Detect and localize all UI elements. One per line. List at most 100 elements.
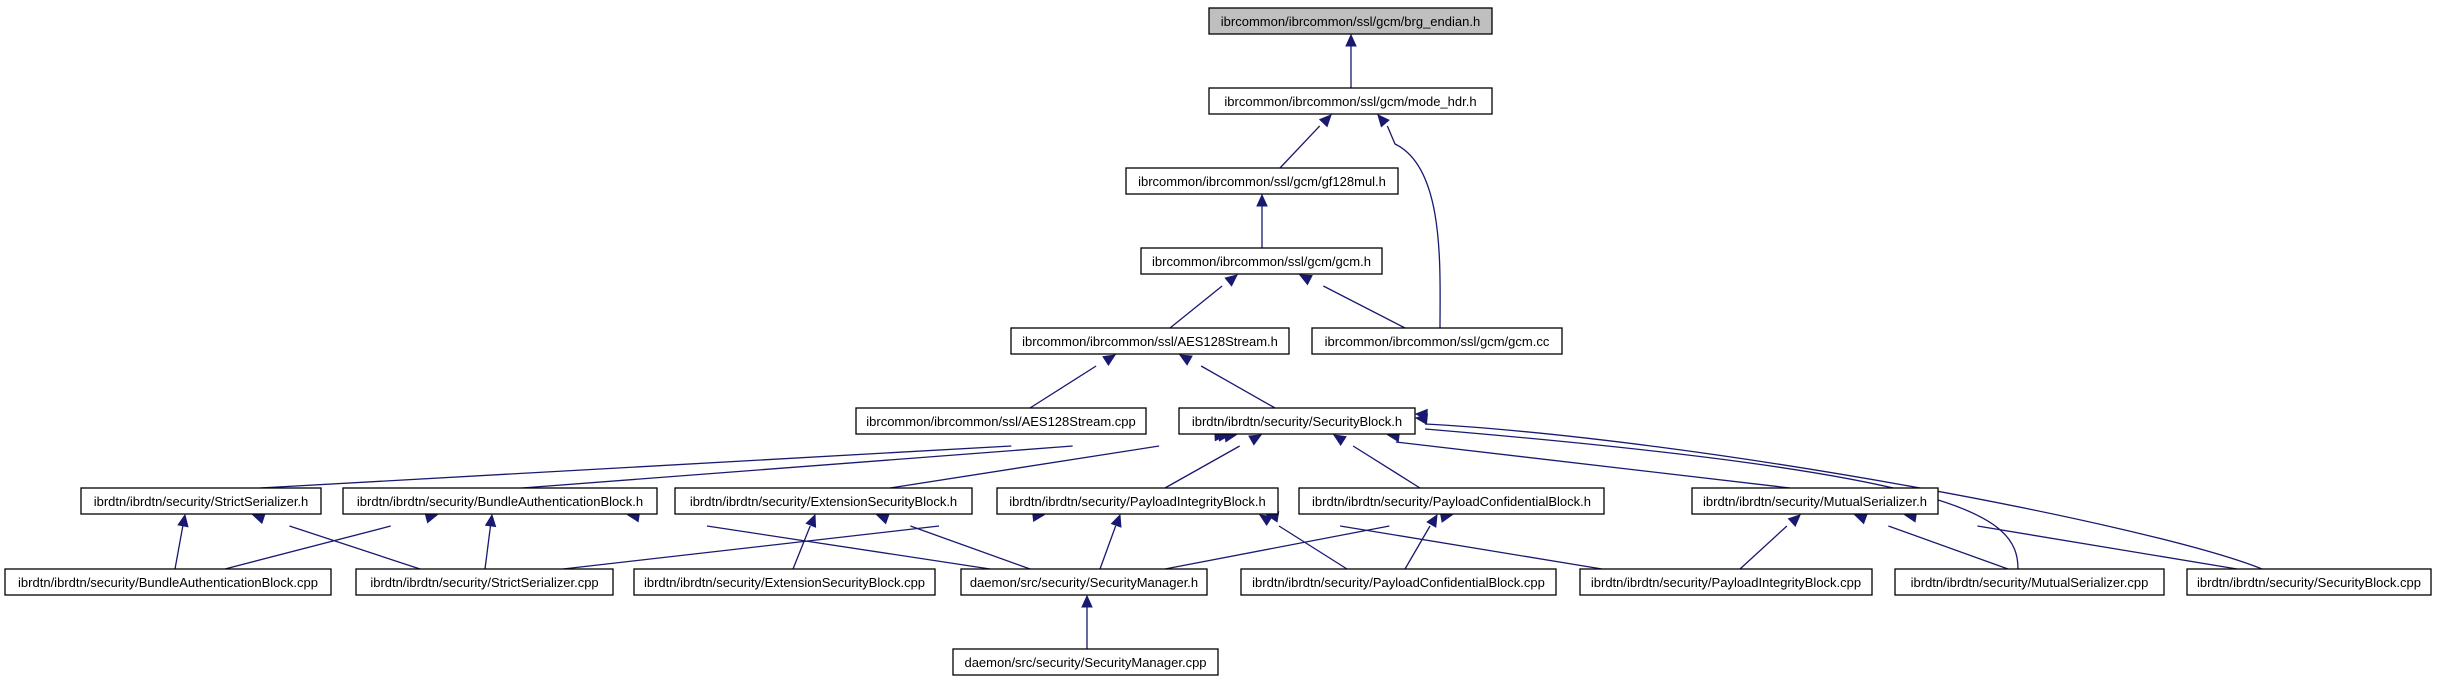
- edge-n13-n7: [1386, 430, 1791, 489]
- edge-n14-n9: [224, 512, 439, 570]
- node-label: ibrdtn/ibrdtn/security/PayloadIntegrityB…: [1591, 575, 1861, 590]
- edge-arrowhead: [1256, 193, 1268, 207]
- node-box[interactable]: [1579, 568, 1873, 596]
- edge-arrowhead: [484, 513, 497, 528]
- edge-n10-n7: [889, 431, 1238, 489]
- node-label: daemon/src/security/SecurityManager.h: [970, 575, 1198, 590]
- node-box[interactable]: [674, 487, 973, 515]
- graph-node[interactable]: ibrdtn/ibrdtn/security/ExtensionSecurity…: [633, 568, 936, 596]
- graph-node[interactable]: ibrdtn/ibrdtn/security/StrictSerializer.…: [80, 487, 322, 515]
- graph-node[interactable]: ibrcommon/ibrcommon/ssl/gcm/gcm.h: [1140, 247, 1383, 275]
- node-box[interactable]: [633, 568, 936, 596]
- edge-n22-n17: [1081, 594, 1093, 649]
- edge-n17-n12: [1164, 511, 1454, 570]
- node-box[interactable]: [960, 568, 1208, 596]
- graph-node[interactable]: ibrdtn/ibrdtn/security/MutualSerializer.…: [1894, 568, 2165, 596]
- edge-n18-n12: [1404, 513, 1438, 570]
- edge-line: [1404, 525, 1431, 570]
- graph-node[interactable]: ibrcommon/ibrcommon/ssl/gcm/gf128mul.h: [1125, 167, 1399, 195]
- edge-arrowhead: [251, 513, 266, 525]
- edge-arrowhead: [1102, 354, 1117, 367]
- edge-n16-n10: [792, 513, 817, 570]
- edge-arrowhead: [875, 513, 890, 525]
- edge-line: [1977, 525, 2238, 570]
- edge-arrowhead: [1178, 354, 1193, 366]
- node-label: ibrcommon/ibrcommon/ssl/gcm/gcm.h: [1152, 254, 1371, 269]
- graph-node[interactable]: ibrcommon/ibrcommon/ssl/gcm/brg_endian.h: [1208, 7, 1493, 35]
- edge-line: [1888, 525, 2009, 570]
- node-label: ibrcommon/ibrcommon/ssl/AES128Stream.cpp: [866, 414, 1136, 429]
- node-label: ibrdtn/ibrdtn/security/PayloadConfidenti…: [1312, 494, 1591, 509]
- node-label: ibrcommon/ibrcommon/ssl/AES128Stream.h: [1022, 334, 1278, 349]
- graph-node[interactable]: daemon/src/security/SecurityManager.cpp: [952, 648, 1219, 676]
- edge-arrowhead: [1332, 434, 1347, 447]
- edge-n21-n13: [1903, 511, 2238, 570]
- node-box[interactable]: [355, 568, 614, 596]
- edge-line: [1739, 525, 1788, 570]
- edge-arrowhead: [1081, 594, 1093, 608]
- node-label: ibrdtn/ibrdtn/security/MutualSerializer.…: [1911, 575, 2149, 590]
- graph-node[interactable]: ibrdtn/ibrdtn/security/BundleAuthenticat…: [342, 487, 658, 515]
- node-box[interactable]: [1298, 487, 1605, 515]
- graph-node[interactable]: ibrdtn/ibrdtn/security/SecurityBlock.h: [1178, 407, 1416, 435]
- edge-line: [1395, 441, 1791, 489]
- edge-line: [792, 525, 811, 570]
- node-box[interactable]: [952, 648, 1219, 676]
- edge-arrowhead: [1224, 274, 1238, 287]
- graph-node[interactable]: ibrdtn/ibrdtn/security/ExtensionSecurity…: [674, 487, 973, 515]
- edge-n8-n7: [259, 429, 1228, 489]
- node-box[interactable]: [1010, 327, 1290, 355]
- node-box[interactable]: [855, 407, 1147, 435]
- node-box[interactable]: [1894, 568, 2165, 596]
- edge-line: [259, 445, 1012, 489]
- edge-n20-n13: [1853, 513, 2009, 570]
- graph-node[interactable]: ibrdtn/ibrdtn/security/PayloadConfidenti…: [1240, 568, 1557, 596]
- node-box[interactable]: [342, 487, 658, 515]
- edge-n11-n7: [1164, 434, 1263, 489]
- edge-line: [706, 525, 991, 570]
- edges-layer: [174, 33, 2263, 649]
- graph-node[interactable]: ibrcommon/ibrcommon/ssl/gcm/mode_hdr.h: [1208, 87, 1493, 115]
- graph-node[interactable]: ibrdtn/ibrdtn/security/MutualSerializer.…: [1691, 487, 1939, 515]
- node-label: ibrdtn/ibrdtn/security/SecurityBlock.h: [1192, 414, 1402, 429]
- graph-node[interactable]: ibrcommon/ibrcommon/ssl/AES128Stream.h: [1010, 327, 1290, 355]
- node-box[interactable]: [1178, 407, 1416, 435]
- node-label: ibrcommon/ibrcommon/ssl/gcm/gf128mul.h: [1138, 174, 1386, 189]
- edge-n5-n3: [1298, 274, 1406, 329]
- edge-line: [889, 445, 1160, 489]
- node-box[interactable]: [1240, 568, 1557, 596]
- node-box[interactable]: [996, 487, 1279, 515]
- edge-n17-n10: [875, 513, 1031, 570]
- node-box[interactable]: [1208, 87, 1493, 115]
- edge-n17-n11: [1099, 513, 1122, 570]
- edge-n3-n2: [1256, 193, 1268, 248]
- node-label: ibrdtn/ibrdtn/security/BundleAuthenticat…: [18, 575, 318, 590]
- node-box[interactable]: [1311, 327, 1563, 355]
- node-box[interactable]: [2186, 568, 2432, 596]
- edge-line: [1164, 525, 1390, 570]
- graph-node[interactable]: ibrdtn/ibrdtn/security/PayloadConfidenti…: [1298, 487, 1605, 515]
- node-box[interactable]: [1140, 247, 1383, 275]
- graph-node[interactable]: ibrcommon/ibrcommon/ssl/AES128Stream.cpp: [855, 407, 1147, 435]
- node-label: ibrdtn/ibrdtn/security/SecurityBlock.cpp: [2197, 575, 2421, 590]
- graph-node[interactable]: ibrcommon/ibrcommon/ssl/gcm/gcm.cc: [1311, 327, 1563, 355]
- edge-n7-n4: [1178, 354, 1276, 409]
- edge-arrowhead: [1414, 408, 1428, 421]
- root-node-box[interactable]: [1208, 7, 1493, 35]
- node-box[interactable]: [80, 487, 322, 515]
- node-label: daemon/src/security/SecurityManager.cpp: [964, 655, 1206, 670]
- nodes-layer: ibrcommon/ibrcommon/ssl/gcm/brg_endian.h…: [4, 7, 2432, 676]
- graph-node[interactable]: ibrdtn/ibrdtn/security/SecurityBlock.cpp: [2186, 568, 2432, 596]
- node-box[interactable]: [4, 568, 332, 596]
- graph-node[interactable]: ibrdtn/ibrdtn/security/PayloadIntegrityB…: [996, 487, 1279, 515]
- edge-arrowhead: [1318, 114, 1332, 128]
- node-label: ibrdtn/ibrdtn/security/ExtensionSecurity…: [644, 575, 925, 590]
- graph-node[interactable]: ibrdtn/ibrdtn/security/StrictSerializer.…: [355, 568, 614, 596]
- graph-node[interactable]: daemon/src/security/SecurityManager.h: [960, 568, 1208, 596]
- graph-node[interactable]: ibrdtn/ibrdtn/security/PayloadIntegrityB…: [1579, 568, 1873, 596]
- node-box[interactable]: [1691, 487, 1939, 515]
- graph-node[interactable]: ibrdtn/ibrdtn/security/BundleAuthenticat…: [4, 568, 332, 596]
- edge-n12-n7: [1332, 434, 1421, 489]
- node-box[interactable]: [1125, 167, 1399, 195]
